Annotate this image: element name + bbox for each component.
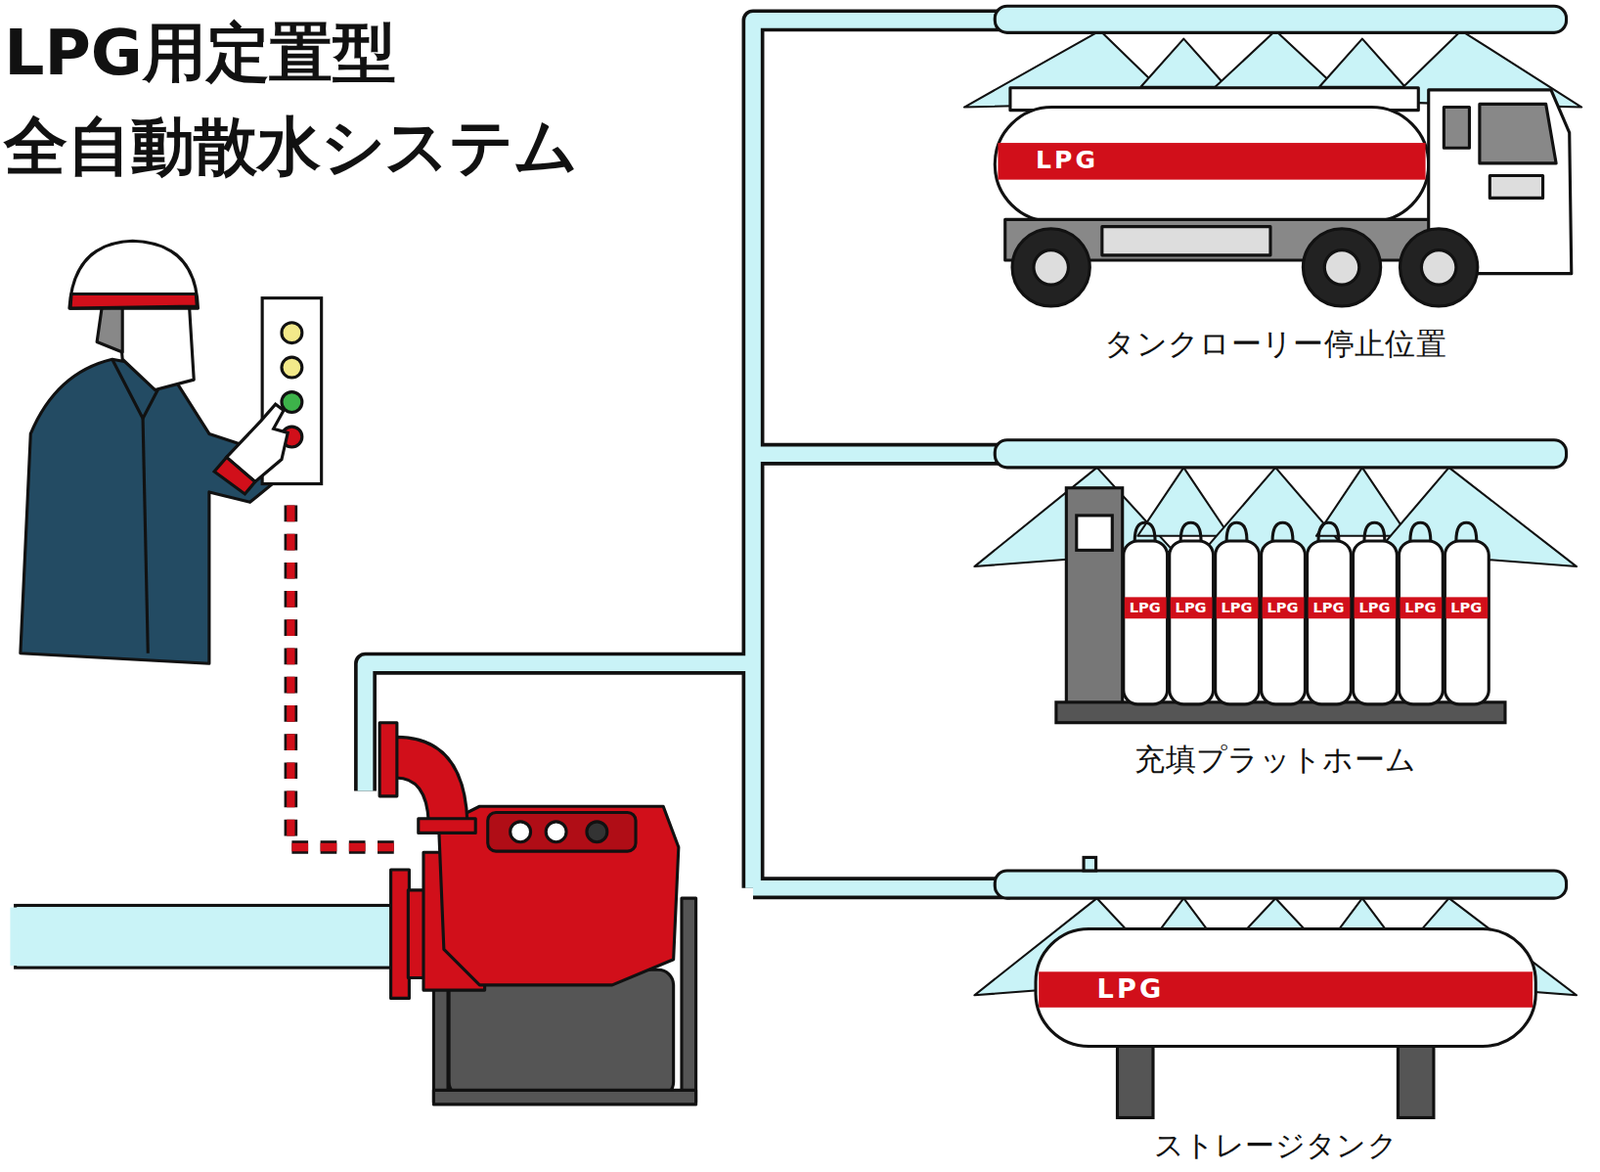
cylinder-marking: LPG <box>1351 596 1397 619</box>
cylinder-marking: LPG <box>1168 596 1214 619</box>
control-wire <box>290 504 400 847</box>
cylinder-bands <box>1124 596 1488 619</box>
cylinder-marking: LPG <box>1443 596 1489 619</box>
tank-band <box>997 142 1425 180</box>
hub <box>1033 250 1068 285</box>
spray-headers <box>994 5 1566 898</box>
top-panel <box>488 812 636 852</box>
title: LPG用定置型 全自動散水システム <box>3 5 718 194</box>
frame-rail <box>433 1089 696 1105</box>
lamp <box>281 356 303 378</box>
cylinder-marking: LPG <box>1122 596 1168 619</box>
gas-cylinder <box>1123 540 1168 705</box>
gas-cylinder <box>1261 540 1306 705</box>
tank-marking: LPG <box>1097 971 1200 1008</box>
gas-cylinder <box>1398 540 1443 705</box>
cuff <box>214 456 256 494</box>
inlet-pipe-end <box>9 907 18 966</box>
wheel <box>1012 228 1090 307</box>
gas-cylinder <box>1444 540 1489 705</box>
wheel <box>1400 228 1478 307</box>
inlet-pipe <box>15 904 409 968</box>
dispenser <box>1066 488 1122 705</box>
lamp <box>281 322 303 344</box>
spray-header <box>994 870 1566 898</box>
outlet-elbow <box>396 736 468 822</box>
spray-cone <box>1319 39 1406 88</box>
inlet-flange <box>391 869 410 998</box>
spray-header <box>994 440 1566 468</box>
gas-cylinder <box>1353 540 1398 705</box>
spray-cone <box>1140 39 1227 88</box>
cylinder-marking: LPG <box>1214 596 1260 619</box>
gas-cylinder <box>1215 540 1260 705</box>
jacket <box>20 358 278 664</box>
tank-band <box>1038 971 1533 1008</box>
windshield <box>1479 103 1556 164</box>
filler-cap <box>510 821 532 843</box>
lorry-tank <box>994 107 1428 223</box>
frame-post <box>681 897 697 1103</box>
side-box <box>1102 226 1271 256</box>
cab-window <box>1443 107 1469 149</box>
hair <box>96 306 123 353</box>
fire-pump <box>379 722 696 1105</box>
filler-cap <box>586 821 608 843</box>
cylinders <box>1123 540 1490 705</box>
face <box>117 298 194 391</box>
filling-platform <box>1056 488 1506 723</box>
helmet-band <box>70 293 197 309</box>
elbow-flange <box>418 818 476 834</box>
control-panel <box>214 298 322 494</box>
gas-cylinder <box>1307 540 1352 705</box>
filler-cap <box>545 821 567 843</box>
tank-lorry <box>994 88 1572 307</box>
water-spray <box>964 30 1582 995</box>
outlet-flange <box>379 722 398 797</box>
wheel <box>1302 228 1380 307</box>
storage-vessel <box>1035 928 1536 1046</box>
spray-header <box>994 5 1566 33</box>
spray-cone <box>1316 467 1409 536</box>
area-caption: 充填プラットホーム <box>1051 739 1501 779</box>
cylinder-valves <box>1134 522 1477 541</box>
lorry-marking: LPG <box>1035 145 1138 176</box>
hub <box>1324 250 1359 285</box>
cylinder-marking: LPG <box>1260 596 1306 619</box>
zipper <box>142 418 148 654</box>
gas-cylinder <box>1169 540 1214 705</box>
hub <box>1421 250 1456 285</box>
cylinder-marking: LPG <box>1397 596 1443 619</box>
cab-step <box>1489 175 1543 198</box>
area-caption: タンクローリー停止位置 <box>1051 324 1501 364</box>
header-valve <box>1083 856 1097 871</box>
dispenser-panel <box>1076 515 1113 550</box>
cylinder-marking: LPG <box>1306 596 1352 619</box>
storage-tank <box>1035 928 1536 1117</box>
area-caption: ストレージタンク <box>1051 1126 1501 1164</box>
helmet <box>69 240 198 309</box>
control-wire-outline <box>290 504 400 847</box>
